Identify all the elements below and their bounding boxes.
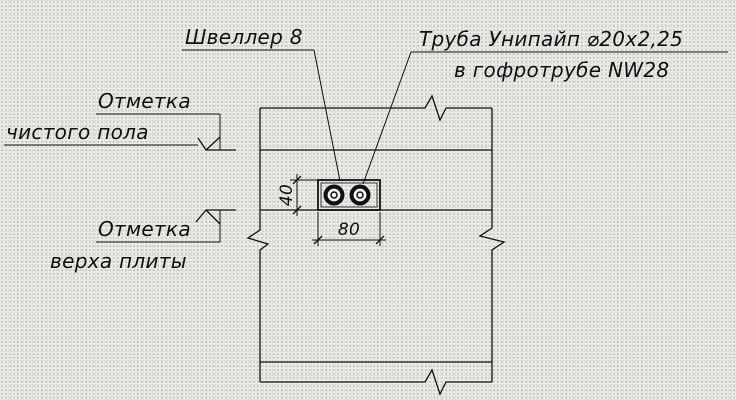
channel-with-pipes xyxy=(317,179,381,211)
dim-width-tick-left xyxy=(313,235,323,245)
leader-channel: Швеллер 8 xyxy=(182,25,341,182)
channel-profile xyxy=(317,179,381,211)
pipe-left xyxy=(323,184,345,206)
pipe-right xyxy=(349,184,371,206)
dim-height-tick-bottom xyxy=(292,205,302,215)
dim-width-tick-right xyxy=(375,235,385,245)
leader-channel-line xyxy=(313,49,341,182)
bottom-break-line xyxy=(260,368,492,396)
leader-pipe-line xyxy=(362,51,412,185)
slab-mark-arrow-right xyxy=(205,209,221,225)
upper-section xyxy=(259,94,493,151)
pipe-left-outer xyxy=(326,187,342,203)
label-pipe-line2: в гофротрубе NW28 xyxy=(454,58,669,82)
leader-pipe: Труба Унипайп ⌀20х2,25 в гофротрубе NW28 xyxy=(362,27,728,185)
dimension-height: 40 xyxy=(277,174,318,216)
floor-mark-arrow-right xyxy=(205,136,221,151)
top-break-line xyxy=(260,94,492,122)
pipe-right-bore xyxy=(356,191,364,199)
pipe-right-outer xyxy=(352,187,368,203)
slab xyxy=(246,210,506,363)
dimension-width: 80 xyxy=(312,212,386,246)
pipe-left-bore xyxy=(330,191,338,199)
slab-right-break-line xyxy=(478,210,506,362)
label-channel: Швеллер 8 xyxy=(185,25,303,49)
slab-left-break-line xyxy=(246,210,270,362)
label-slab-line2: верха плиты xyxy=(50,249,187,273)
dim-height-tick-top xyxy=(292,175,302,185)
channel-inner xyxy=(320,182,378,208)
level-mark-floor: Отметка чистого пола xyxy=(4,89,236,151)
lower-section xyxy=(259,362,493,396)
dim-width-value: 80 xyxy=(338,220,360,240)
level-mark-slab: Отметка верха плиты xyxy=(50,209,236,273)
label-floor-line2: чистого пола xyxy=(6,120,149,144)
label-pipe-line1: Труба Унипайп ⌀20х2,25 xyxy=(419,27,683,51)
dim-height-value: 40 xyxy=(277,184,297,206)
label-floor-line1: Отметка xyxy=(98,89,191,113)
label-slab-line1: Отметка xyxy=(98,217,191,241)
